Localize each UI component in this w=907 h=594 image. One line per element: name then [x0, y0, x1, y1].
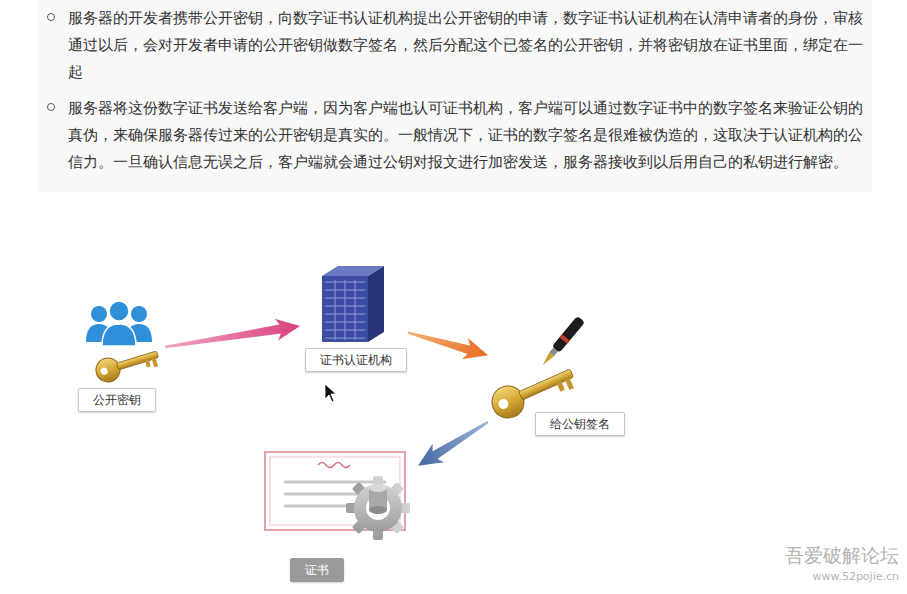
body-text: 服务器的开发者携带公开密钥，向数字证书认证机构提出公开密钥的申请，数字证书认证机… [68, 5, 868, 86]
diagram-node: 公开密钥 [75, 295, 165, 413]
watermark: 吾爱破解论坛 [785, 543, 899, 569]
label-box: 证书 [290, 558, 344, 582]
label-box: 给公钥签名 [535, 412, 625, 436]
mouse-cursor [325, 384, 336, 402]
flow-arrow [165, 319, 300, 348]
pen-icon [539, 316, 585, 368]
body-text: 服务器将这份数字证书发送给客户端，因为客户端也认可证书机构，客户端可以通过数字证… [68, 95, 868, 176]
label-box: 证书认证机构 [305, 348, 407, 372]
bullet-marker [47, 103, 55, 111]
diagram-node: 证书 [258, 448, 418, 583]
diagram-node: 给公钥签名 [488, 312, 636, 440]
key-icon [93, 343, 161, 385]
flow-arrow [418, 421, 489, 466]
watermark: www.52pojie.cn [812, 570, 899, 583]
server-icon [322, 266, 384, 342]
label-box: 公开密钥 [78, 388, 156, 412]
diagram-node: 证书认证机构 [300, 260, 408, 375]
bullet-marker [47, 13, 55, 21]
people-icon [86, 301, 152, 346]
certificate-icon [265, 452, 410, 540]
flow-arrow [408, 332, 488, 360]
